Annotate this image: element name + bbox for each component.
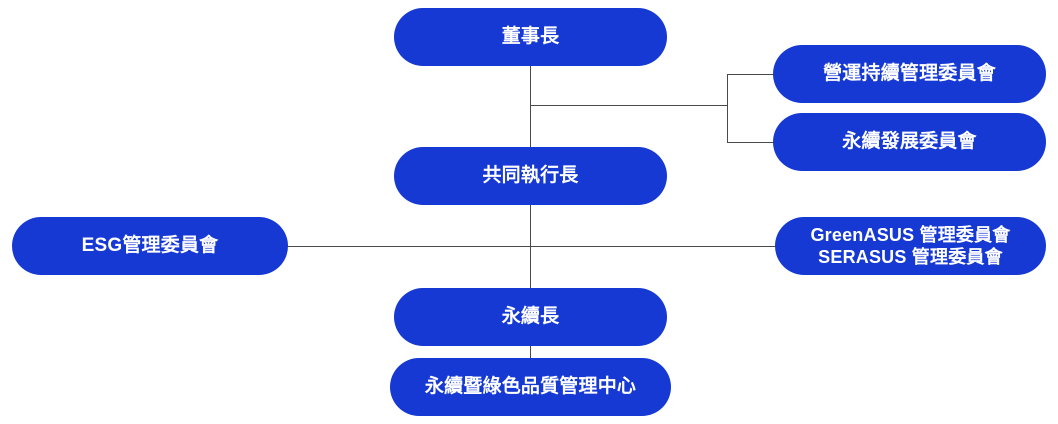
connector-right-bracket-spine [727, 74, 728, 143]
node-sustainability-development-committee[interactable]: 永續發展委員會 [773, 113, 1046, 171]
node-co-ceo[interactable]: 共同執行長 [394, 147, 667, 205]
connector-co-ceo-to-cso [530, 205, 531, 289]
connector-bracket-to-bcm [727, 74, 774, 75]
connector-bracket-to-sustain [727, 142, 774, 143]
connector-co-ceo-to-esg [287, 246, 531, 247]
node-chief-sustainability-officer[interactable]: 永續長 [394, 288, 667, 346]
node-chairman[interactable]: 董事長 [394, 8, 667, 66]
connector-chairman-to-right-bracket [530, 105, 728, 106]
node-sustainability-green-quality-center[interactable]: 永續暨綠色品質管理中心 [390, 358, 671, 416]
node-business-continuity-committee[interactable]: 營運持續管理委員會 [773, 45, 1046, 103]
connector-co-ceo-to-green [530, 246, 776, 247]
connector-chairman-to-co-ceo [530, 65, 531, 148]
node-esg-committee[interactable]: ESG管理委員會 [12, 217, 288, 275]
node-greenasus-serasus-committee[interactable]: GreenASUS 管理委員會 SERASUS 管理委員會 [775, 217, 1046, 275]
connector-cso-to-center [530, 345, 531, 359]
